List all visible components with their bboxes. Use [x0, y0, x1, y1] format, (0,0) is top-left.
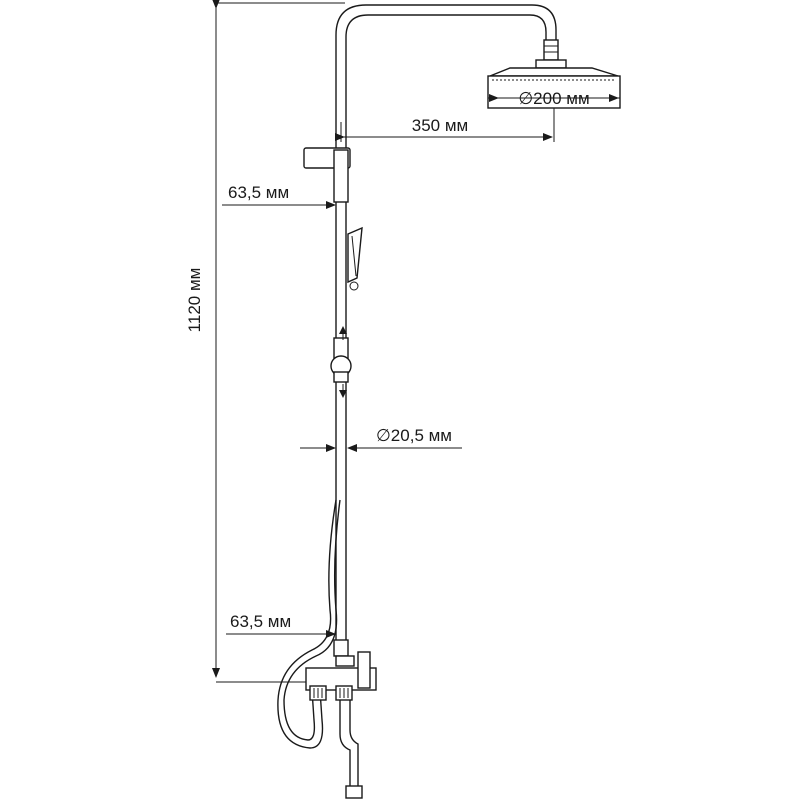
mixer-valve [305, 639, 377, 701]
lower-offset-dimension: 63,5 мм [226, 612, 336, 638]
height-dimension: 1120 мм [185, 0, 365, 683]
head-diameter-label: ∅200 мм [518, 89, 589, 108]
riser-pipe [335, 4, 557, 640]
pipe-diameter-dimension: ∅20,5 мм [300, 426, 462, 452]
hand-shower [330, 226, 363, 398]
bath-spout [339, 700, 363, 799]
reach-label: 350 мм [412, 116, 468, 135]
lower-offset-label: 63,5 мм [230, 612, 291, 631]
reach-dimension: 350 мм [335, 108, 555, 142]
height-label: 1120 мм [185, 268, 204, 333]
upper-offset-label: 63,5 мм [228, 183, 289, 202]
shower-hose [277, 499, 341, 749]
pipe-diameter-label: ∅20,5 мм [376, 426, 452, 445]
shower-head: ∅200 мм [487, 39, 621, 109]
wall-bracket-top [303, 147, 351, 203]
upper-offset-dimension: 63,5 мм [222, 183, 336, 209]
